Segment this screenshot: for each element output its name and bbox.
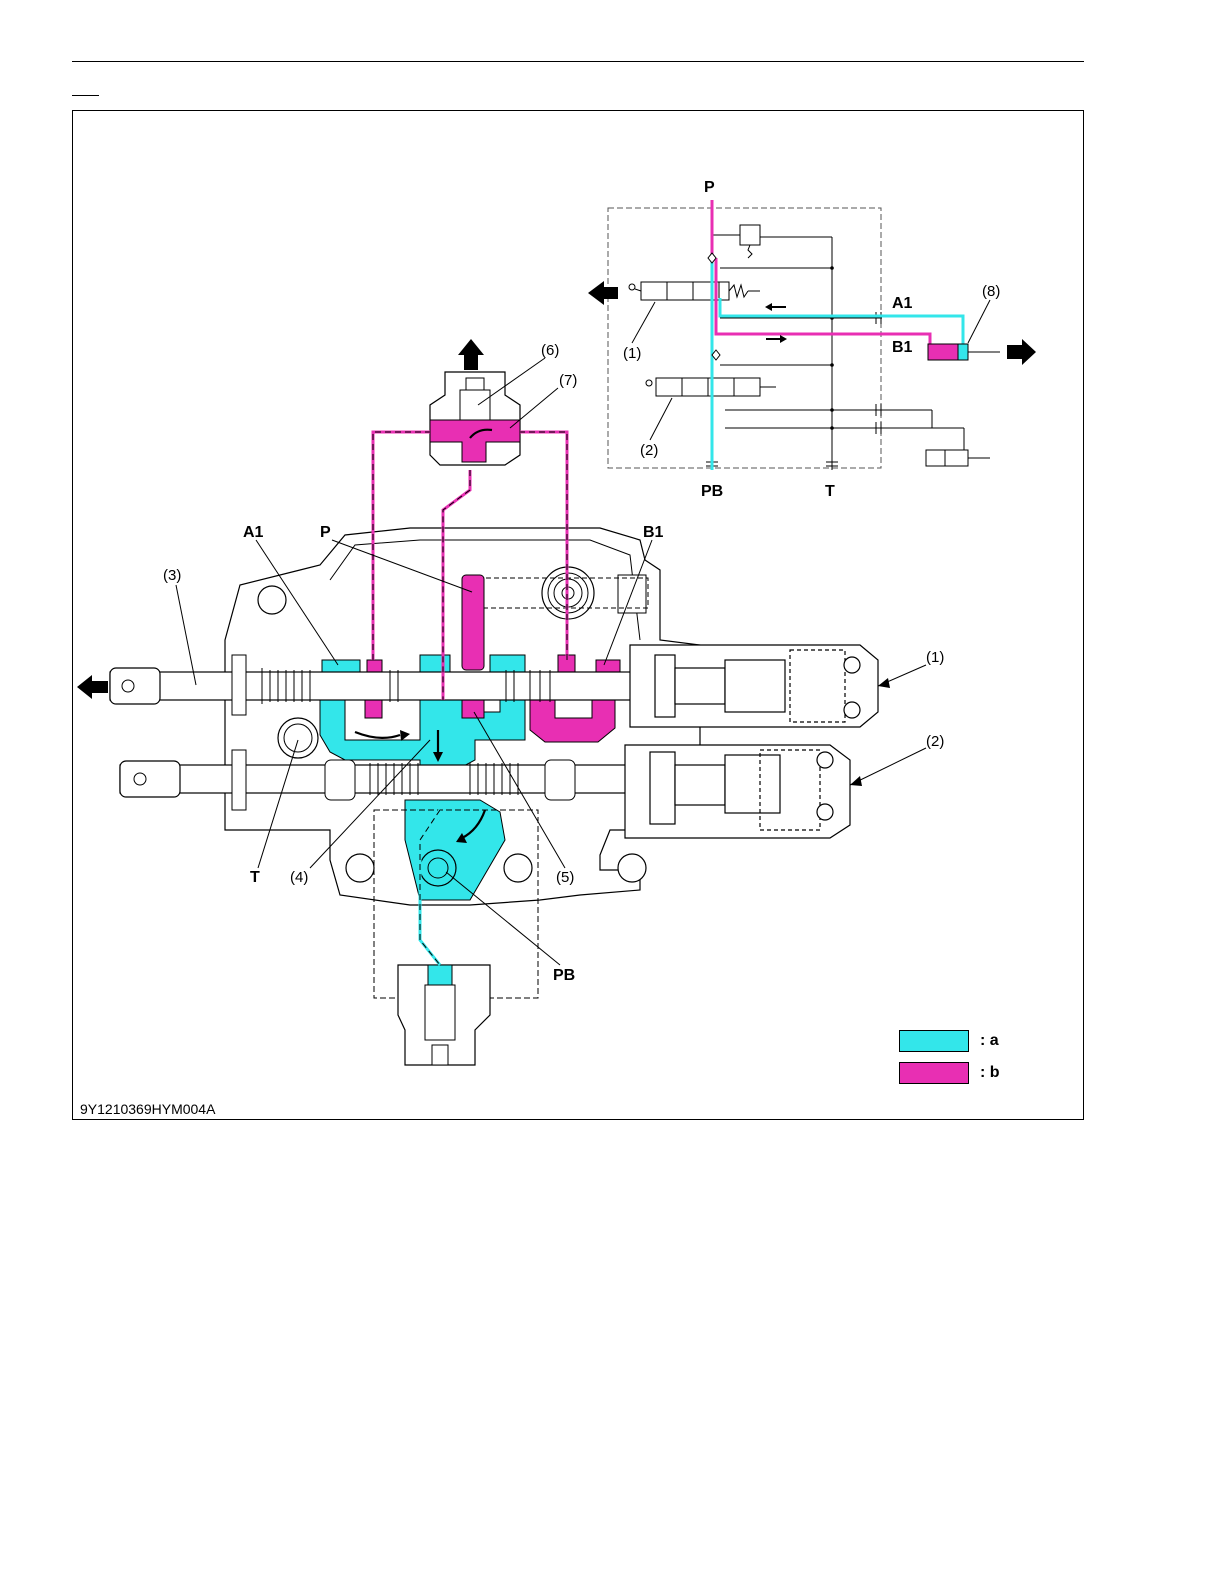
- body-label-pb: PB: [553, 967, 575, 984]
- schematic-label-1: (1): [623, 345, 641, 362]
- schematic-label-b1: B1: [892, 339, 913, 356]
- body-label-6: (6): [541, 342, 559, 359]
- body-label-4: (4): [290, 869, 308, 886]
- hydraulic-schematic: P PB T A1 B1 (1) (2) (8): [588, 179, 1036, 500]
- legend-label-b: : b: [980, 1064, 1000, 1082]
- body-label-7: (7): [559, 372, 577, 389]
- schematic-right-arrow-icon: [1007, 339, 1036, 365]
- figure-code: 9Y1210369HYM004A: [80, 1101, 215, 1117]
- pb-port: [420, 850, 456, 886]
- body-label-b1: B1: [643, 524, 664, 541]
- body-label-a1: A1: [243, 524, 264, 541]
- valve-body-section: A1 P B1 T PB (1) (2) (3) (4) (5) (6) (7): [77, 339, 944, 1065]
- spool-2-end-cap: [625, 745, 850, 838]
- schematic-boundary: [608, 208, 881, 468]
- schematic-label-p: P: [704, 179, 715, 196]
- legend-swatch-b: [899, 1062, 969, 1084]
- schematic-label-8: (8): [982, 283, 1000, 300]
- schematic-label-pb: PB: [701, 483, 723, 500]
- body-label-p: P: [320, 524, 331, 541]
- schematic-label-t: T: [825, 483, 835, 500]
- body-label-2: (2): [926, 733, 944, 750]
- body-label-1: (1): [926, 649, 944, 666]
- up-arrow-icon: [458, 339, 484, 370]
- flow-arrow-left-icon: [765, 303, 786, 311]
- body-label-5: (5): [556, 869, 574, 886]
- schematic-cylinder-b: [928, 344, 958, 360]
- schematic-flow-lines: [712, 200, 963, 470]
- spool-1-end-cap: [630, 645, 878, 727]
- schematic-valve-1: [629, 282, 760, 300]
- schematic-cylinder-a: [958, 344, 968, 360]
- body-label-t: T: [250, 869, 260, 886]
- legend-swatch-a: [899, 1030, 969, 1052]
- schematic-label-2: (2): [640, 442, 658, 459]
- body-label-3: (3): [163, 567, 181, 584]
- legend-label-a: : a: [980, 1032, 999, 1050]
- flow-arrow-right-icon: [766, 335, 787, 343]
- schematic-label-a1: A1: [892, 295, 913, 312]
- schematic-left-arrow-icon: [588, 281, 618, 305]
- left-arrow-icon: [77, 675, 108, 699]
